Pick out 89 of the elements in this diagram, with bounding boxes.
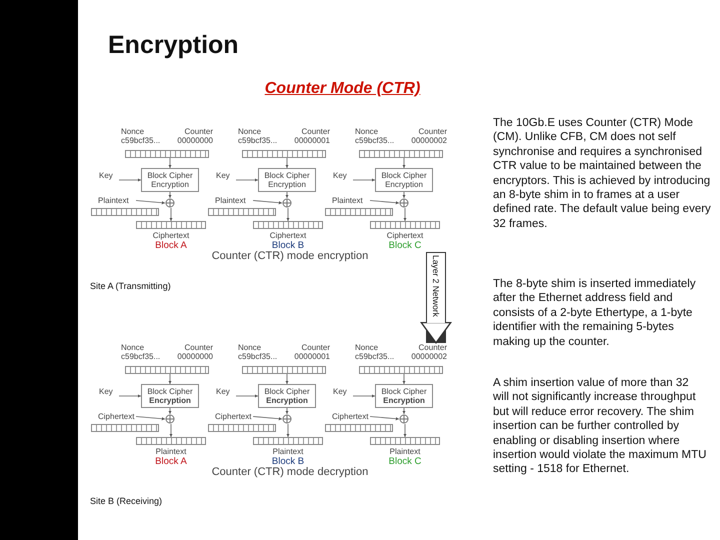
cipher-box: Block Cipher Encryption bbox=[258, 384, 316, 408]
block-label: Block A bbox=[154, 240, 188, 251]
arrow bbox=[352, 394, 376, 398]
xor-symbol bbox=[165, 198, 175, 208]
arrow bbox=[118, 394, 142, 398]
arrow bbox=[136, 200, 166, 204]
output-label: Ciphertext bbox=[386, 231, 424, 240]
block-label: Block C bbox=[388, 456, 422, 467]
nonce-label: Nonce c59bcf35... bbox=[355, 127, 396, 145]
counter-label: Counter 00000002 bbox=[410, 343, 447, 361]
arrow bbox=[402, 408, 406, 414]
edge-label: Layer 2 Network bbox=[427, 253, 445, 323]
arrow bbox=[136, 416, 166, 420]
output-label: Ciphertext bbox=[268, 231, 308, 240]
arrow bbox=[403, 424, 407, 438]
block-arrow bbox=[420, 252, 452, 344]
output-label: Plaintext bbox=[154, 447, 188, 456]
input-label: Plaintext bbox=[215, 196, 246, 205]
slide-title: Encryption bbox=[108, 31, 239, 60]
xor-symbol bbox=[282, 198, 292, 208]
nonce-label: Nonce c59bcf35... bbox=[238, 127, 278, 145]
arrow bbox=[252, 200, 282, 204]
counter-label: Counter 00000001 bbox=[293, 127, 330, 145]
block-label: Block B bbox=[270, 456, 306, 467]
input-label: Plaintext bbox=[332, 196, 363, 205]
nonce-label: Nonce c59bcf35... bbox=[121, 127, 162, 145]
arrow bbox=[286, 208, 290, 222]
diagram-caption: Counter (CTR) mode encryption bbox=[210, 250, 370, 264]
arrow bbox=[402, 158, 406, 168]
block-label: Block A bbox=[154, 456, 188, 467]
output-label: Ciphertext bbox=[152, 231, 190, 240]
arrow bbox=[236, 394, 258, 398]
arrow bbox=[370, 416, 400, 420]
nonce-label: Nonce c59bcf35... bbox=[121, 343, 162, 361]
arrow bbox=[285, 408, 289, 414]
arrow bbox=[403, 208, 407, 222]
arrow bbox=[168, 408, 172, 414]
arrow bbox=[352, 178, 376, 182]
arrow bbox=[236, 178, 258, 182]
counter-label: Counter 00000000 bbox=[176, 127, 213, 145]
site-label: Site B (Receiving) bbox=[90, 496, 164, 508]
arrow bbox=[402, 192, 406, 198]
key-label: Key bbox=[333, 387, 351, 397]
counter-label: Counter 00000000 bbox=[176, 343, 213, 361]
site-label: Site A (Transmitting) bbox=[90, 281, 172, 292]
arrow bbox=[285, 158, 289, 168]
key-label: Key bbox=[99, 387, 117, 397]
arrow bbox=[169, 208, 173, 222]
output-label: Plaintext bbox=[272, 447, 304, 456]
input-label: Ciphertext bbox=[332, 412, 368, 421]
description-paragraph: A shim insertion value of more than 32 will not significantly increase throughput but will reduce error recovery. The shim insertion can be further controlled by enabling or disabling insertion where insertion would violate the maximum MTU setting - 1518 for Ethernet. bbox=[493, 376, 707, 477]
arrow bbox=[370, 200, 400, 204]
arrow bbox=[285, 192, 289, 198]
arrow bbox=[118, 178, 142, 182]
description-paragraph: The 8-byte shim is inserted immediately after the Ethernet address field and consists of a 2-byte Ethertype, a 1-byte identifier with the remaining 5-bytes making up the counter. bbox=[493, 277, 697, 349]
arrow bbox=[285, 374, 289, 384]
input-label: Plaintext bbox=[98, 196, 129, 205]
nonce-label: Nonce c59bcf35... bbox=[355, 343, 396, 361]
xor-symbol bbox=[399, 414, 409, 424]
counter-label: Counter 00000001 bbox=[293, 343, 330, 361]
arrow bbox=[168, 192, 172, 198]
xor-symbol bbox=[165, 414, 175, 424]
arrow bbox=[168, 158, 172, 168]
input-label: Ciphertext bbox=[215, 412, 252, 421]
input-label: Ciphertext bbox=[98, 412, 134, 421]
key-label: Key bbox=[216, 387, 234, 397]
cipher-box: Block Cipher Encryption bbox=[258, 168, 316, 192]
cipher-box: Block Cipher Encryption bbox=[141, 384, 199, 408]
arrow bbox=[252, 416, 282, 420]
subtitle: Counter Mode (CTR) bbox=[264, 79, 422, 99]
output-label: Plaintext bbox=[388, 447, 422, 456]
cipher-box: Block Cipher Encryption bbox=[141, 168, 199, 192]
arrow bbox=[286, 424, 290, 438]
xor-symbol bbox=[282, 414, 292, 424]
arrow bbox=[169, 424, 173, 438]
key-label: Key bbox=[99, 171, 117, 181]
arrow bbox=[402, 374, 406, 384]
block-label: Block B bbox=[270, 240, 306, 251]
counter-label: Counter 00000002 bbox=[410, 127, 447, 145]
key-label: Key bbox=[216, 171, 234, 181]
xor-symbol bbox=[399, 198, 409, 208]
description-paragraph: The 10Gb.E uses Counter (CTR) Mode (CM). Unlike CFB, CM does not self synchronise and requires a synchronised CTR value to be maintained between the encryptors. This is achieved by introducing an 8-byte shim in to frames at a user defined rate. The default value being every 32 frames. bbox=[493, 116, 712, 231]
key-label: Key bbox=[333, 171, 351, 181]
diagram-caption: Counter (CTR) mode decryption bbox=[210, 466, 370, 480]
cipher-box: Block Cipher Encryption bbox=[375, 384, 433, 408]
block-label: Block C bbox=[388, 240, 422, 251]
arrow bbox=[168, 374, 172, 384]
cipher-box: Block Cipher Encryption bbox=[375, 168, 433, 192]
nonce-label: Nonce c59bcf35... bbox=[238, 343, 278, 361]
